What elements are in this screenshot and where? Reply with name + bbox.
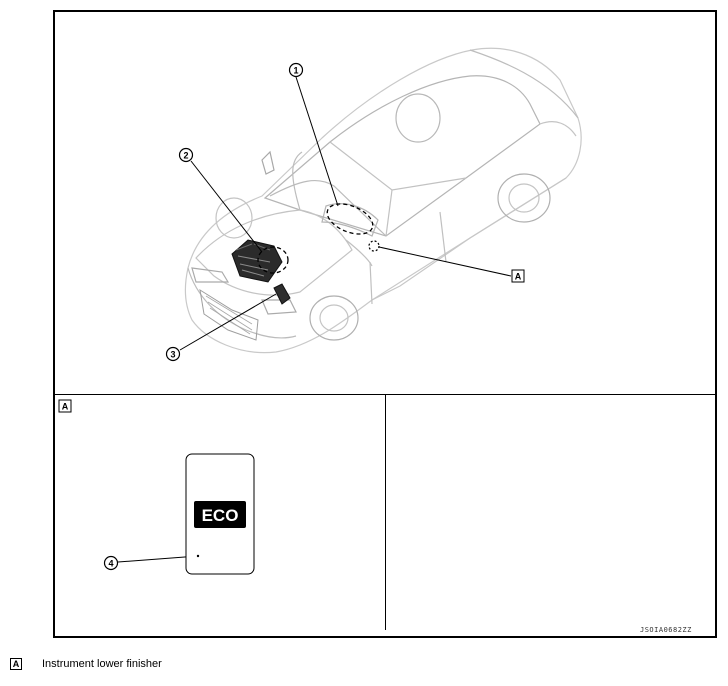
car-illustration	[184, 47, 582, 354]
view-a-marker: A	[511, 269, 525, 283]
callout-4: 4	[103, 555, 119, 571]
callout-ellipse-a	[368, 240, 380, 252]
eco-switch: ECO	[194, 501, 246, 528]
vertical-divider	[385, 394, 386, 630]
callout-1-label: 1	[293, 66, 298, 76]
callout-4-label: 4	[108, 559, 113, 569]
view-a-label: A	[515, 272, 522, 282]
leader-lines	[117, 76, 512, 563]
legend: A Instrument lower finisher	[10, 658, 162, 671]
section-a-label: A	[62, 402, 69, 412]
callout-2: 2	[178, 147, 194, 163]
callout-2-label: 2	[183, 151, 188, 161]
engine-component	[231, 239, 283, 283]
diagram-frame	[53, 10, 717, 638]
callout-ellipse-1	[326, 203, 374, 235]
callout-3-label: 3	[170, 350, 175, 360]
callout-ellipse-2	[257, 246, 289, 274]
picture-code: JSOIA0682ZZ	[640, 626, 692, 634]
ecm-bracket	[273, 283, 291, 305]
callout-1: 1	[288, 62, 304, 78]
eco-switch-label: ECO	[202, 506, 239, 525]
section-a-marker: A	[58, 399, 72, 413]
legend-text: Instrument lower finisher	[42, 658, 162, 671]
callout-3: 3	[165, 346, 181, 362]
legend-marker: A	[10, 658, 22, 671]
